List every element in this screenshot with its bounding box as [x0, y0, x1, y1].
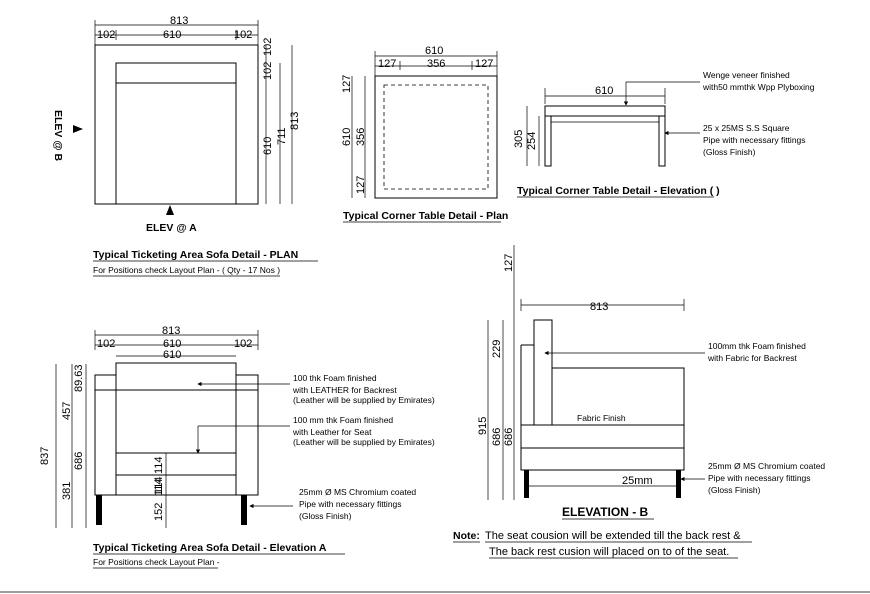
eb-fabric-label: Fabric Finish — [577, 413, 626, 423]
ea-idim-114a: 114 — [153, 456, 165, 474]
corner-table-top — [374, 75, 498, 199]
sofa-elev-a-subtitle: For Positions check Layout Plan - — [93, 557, 220, 567]
plan-rdim-610: 610 — [262, 137, 274, 155]
elev-a-marker: ELEV @ A — [146, 222, 197, 234]
ea-note2-c: (Leather will be supplied by Emirates) — [293, 437, 435, 447]
ct-dim-127a: 127 — [378, 58, 396, 70]
ea-leg-left — [96, 495, 102, 525]
eb-note-line1: The seat cousion will be extended till t… — [485, 530, 741, 542]
eb-note2-a: 25mm Ø MS Chromium coated — [708, 461, 825, 471]
cte-dim-610: 610 — [595, 85, 613, 97]
ea-backrest — [115, 362, 237, 476]
eb-dim-25mm: 25mm — [622, 475, 653, 487]
ea-ldim-837: 837 — [39, 447, 51, 465]
sofa-plan-title: Typical Ticketing Area Sofa Detail - PLA… — [93, 249, 298, 261]
ea-dim-102b: 102 — [234, 338, 252, 350]
eb-leg-right — [676, 470, 681, 498]
eb-note2-c: (Gloss Finish) — [708, 485, 761, 495]
ct-ldim-356: 356 — [355, 128, 367, 146]
sofa-plan-subtitle: For Positions check Layout Plan - ( Qty … — [93, 265, 280, 275]
ea-ldim-457: 457 — [61, 402, 73, 420]
ea-seat — [115, 452, 237, 476]
ea-note2-b: with Leather for Seat — [292, 427, 372, 437]
sofa-elevation-a: 813 102 610 102 610 837 89.63 457 686 38… — [39, 325, 435, 569]
plan-dim-102-right: 102 — [234, 29, 252, 41]
ea-dim-610a: 610 — [163, 338, 181, 350]
eb-backrest — [533, 319, 553, 426]
corner-table-frame — [383, 84, 489, 190]
ea-idim-114b: 114 — [153, 476, 165, 494]
plan-rdim-102b: 102 — [262, 62, 274, 80]
ea-arm-left — [94, 374, 117, 496]
ea-ldim-686: 686 — [73, 452, 85, 470]
plan-rdim-813: 813 — [289, 112, 301, 130]
cte-note2-b: Pipe with necessary fittings — [703, 135, 806, 145]
eb-ldim-915: 915 — [477, 417, 489, 435]
ea-note3-c: (Gloss Finish) — [299, 511, 352, 521]
plan-dim-813: 813 — [170, 15, 188, 27]
ea-dim-102a: 102 — [97, 338, 115, 350]
sofa-elevation-b: 813 Fabric Finish 25mm 127 229 915 686 6… — [453, 245, 825, 559]
eb-note-label: Note: — [453, 530, 480, 542]
sofa-plan-outline — [94, 44, 259, 205]
elev-a-arrow-icon — [166, 205, 174, 215]
ea-note3-a: 25mm Ø MS Chromium coated — [299, 487, 416, 497]
eb-ldim-686a: 686 — [491, 428, 503, 446]
corner-table-elevation: 610 305 254 Wenge veneer finished with50… — [513, 70, 815, 198]
ct-ldim-127b: 127 — [355, 176, 367, 194]
ea-ldim-8963: 89.63 — [73, 364, 85, 392]
sofa-plan-seat — [115, 62, 237, 205]
ea-note1-a: 100 thk Foam finished — [293, 373, 377, 383]
plan-dim-102-left: 102 — [97, 29, 115, 41]
elev-b-title: ELEVATION - B — [562, 505, 649, 519]
ct-dim-356: 356 — [427, 58, 445, 70]
elev-b-arrow-icon — [73, 125, 83, 133]
sofa-plan-view: 813 102 610 102 102 102 610 711 813 ELEV… — [52, 15, 318, 277]
cte-note2-a: 25 x 25MS S.S Square — [703, 123, 790, 133]
ea-note1-b: with LEATHER for Backrest — [292, 385, 397, 395]
eb-note-line2: The back rest cusion will placed on to o… — [489, 546, 729, 558]
eb-note1-b: with Fabric for Backrest — [707, 353, 797, 363]
ct-ldim-127a: 127 — [341, 75, 353, 93]
eb-ldim-686b: 686 — [503, 428, 515, 446]
elev-b-marker: ELEV @ B — [52, 110, 64, 161]
eb-ldim-127: 127 — [503, 254, 515, 272]
cte-dim-254: 254 — [526, 132, 538, 150]
ct-dim-127b: 127 — [475, 58, 493, 70]
cte-note1-b: with50 mmthk Wpp Plyboxing — [702, 82, 815, 92]
ea-arm-right — [235, 374, 259, 496]
eb-note1-a: 100mm thk Foam finished — [708, 341, 806, 351]
eb-ldim-229: 229 — [491, 340, 503, 358]
ct-dim-610: 610 — [425, 45, 443, 57]
ea-note1-c: (Leather will be supplied by Emirates) — [293, 395, 435, 405]
ea-dim-813: 813 — [162, 325, 180, 337]
plan-rdim-711: 711 — [276, 127, 288, 145]
cte-note1-a: Wenge veneer finished — [703, 70, 790, 80]
cte-top — [544, 105, 666, 117]
ct-ldim-610: 610 — [341, 128, 353, 146]
ea-ldim-381: 381 — [61, 482, 73, 500]
ea-idim-114c: 114 — [153, 478, 165, 496]
eb-note2-b: Pipe with necessary fittings — [708, 473, 811, 483]
ea-leg-right — [241, 495, 247, 525]
ea-dim-610b: 610 — [163, 349, 181, 361]
plan-dim-610: 610 — [163, 29, 181, 41]
eb-frame — [520, 344, 685, 471]
corner-elev-title: Typical Corner Table Detail - Elevation … — [517, 185, 720, 197]
eb-dim-813: 813 — [590, 301, 608, 313]
corner-plan-title: Typical Corner Table Detail - Plan — [343, 210, 508, 222]
ea-idim-152: 152 — [153, 503, 165, 521]
plan-rdim-102a: 102 — [262, 38, 274, 56]
ea-note3-b: Pipe with necessary fittings — [299, 499, 402, 509]
ea-note2-a: 100 mm thk Foam finished — [293, 415, 393, 425]
sofa-elev-a-title: Typical Ticketing Area Sofa Detail - Ele… — [93, 542, 327, 554]
cte-dim-305: 305 — [513, 130, 525, 148]
cte-note2-c: (Gloss Finish) — [703, 147, 756, 157]
eb-leg-left — [524, 470, 529, 498]
corner-table-plan: 610 127 356 127 127 610 356 127 Typical … — [341, 45, 508, 223]
